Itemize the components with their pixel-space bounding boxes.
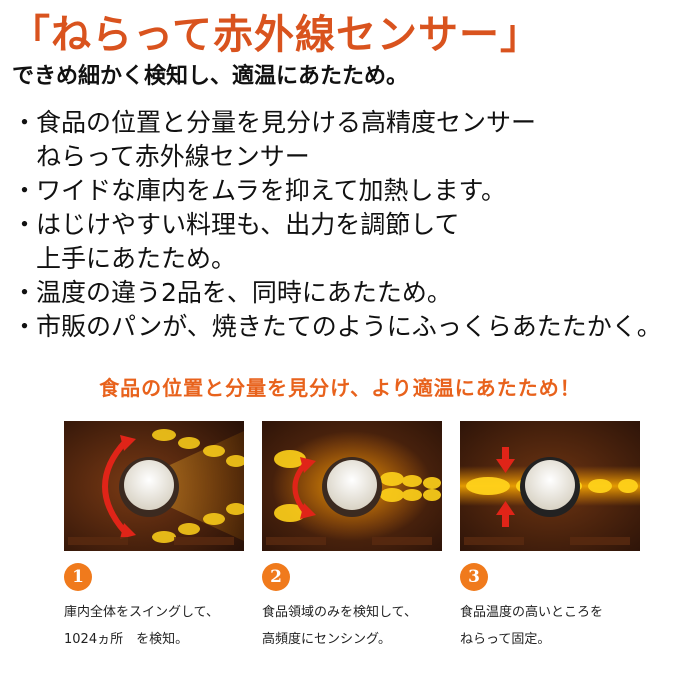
step-text: 食品温度の高いところを bbox=[460, 605, 604, 620]
feature-text: 上手にあたため。 bbox=[36, 244, 237, 273]
feature-item: ・ はじけやすい料理も、出力を調節して 上手にあたため。 bbox=[8, 208, 698, 276]
feature-item: ・ ワイドな庫内をムラを抑えて加熱します。 bbox=[8, 174, 698, 208]
bullet-marker: ・ bbox=[12, 210, 38, 239]
feature-text: 温度の違う2品を、同時にあたため。 bbox=[36, 278, 452, 307]
feature-item: ・ 温度の違う2品を、同時にあたため。 bbox=[8, 276, 698, 310]
feature-text: ワイドな庫内をムラを抑えて加熱します。 bbox=[36, 176, 507, 205]
feature-item: ・ 食品の位置と分量を見分ける高精度センサー ねらって赤外線センサー bbox=[8, 106, 698, 174]
feature-text: 市販のパンが、焼きたてのようにふっくらあたたかく。 bbox=[36, 312, 662, 341]
rice-icon bbox=[525, 460, 575, 510]
focus-arrows-icon bbox=[496, 447, 515, 527]
step-number-badge: 2 bbox=[262, 563, 290, 591]
step-description: 食品温度の高いところを ねらって固定。 bbox=[460, 599, 660, 653]
step-number-badge: 1 bbox=[64, 563, 92, 591]
step-2: 2 食品領域のみを検知して、 高頻度にセンシング。 bbox=[262, 421, 447, 647]
bullet-marker: ・ bbox=[12, 176, 38, 205]
step-description: 食品領域のみを検知して、 高頻度にセンシング。 bbox=[262, 599, 462, 653]
rice-icon bbox=[124, 460, 174, 510]
step-text: 庫内全体をスイングして、 bbox=[64, 605, 219, 620]
sensor-tagline: 食品の位置と分量を見分け、より適温にあたため！ bbox=[99, 376, 581, 400]
swing-arrow-icon bbox=[102, 438, 129, 535]
step-3-illustration bbox=[460, 421, 640, 551]
step-3: 3 食品温度の高いところを ねらって固定。 bbox=[460, 421, 645, 647]
step-text: 食品領域のみを検知して、 bbox=[262, 605, 417, 620]
sensor-spots bbox=[152, 429, 244, 543]
page-subtitle: できめ細かく検知し、適温にあたため。 bbox=[12, 64, 409, 89]
feature-text: はじけやすい料理も、出力を調節して bbox=[36, 210, 460, 239]
feature-list: ・ 食品の位置と分量を見分ける高精度センサー ねらって赤外線センサー ・ ワイド… bbox=[8, 106, 698, 344]
rice-icon bbox=[327, 460, 377, 510]
step-text: 1024ヵ所 を検知。 bbox=[64, 632, 189, 647]
feature-text: 食品の位置と分量を見分ける高精度センサー bbox=[36, 108, 537, 137]
step-2-illustration bbox=[262, 421, 442, 551]
feature-item: ・ 市販のパンが、焼きたてのようにふっくらあたたかく。 bbox=[8, 310, 698, 344]
feature-text: ねらって赤外線センサー bbox=[36, 142, 310, 171]
bullet-marker: ・ bbox=[12, 278, 38, 307]
page-title: 「ねらって赤外線センサー」 bbox=[10, 12, 541, 58]
step-number-badge: 3 bbox=[460, 563, 488, 591]
step-text: ねらって固定。 bbox=[460, 632, 551, 647]
step-text: 高頻度にセンシング。 bbox=[262, 632, 391, 647]
bullet-marker: ・ bbox=[12, 312, 38, 341]
bullet-marker: ・ bbox=[12, 108, 38, 137]
sensor-spots bbox=[274, 450, 441, 522]
step-1: 1 庫内全体をスイングして、 1024ヵ所 を検知。 bbox=[64, 421, 249, 647]
step-description: 庫内全体をスイングして、 1024ヵ所 を検知。 bbox=[64, 599, 264, 653]
step-1-illustration bbox=[64, 421, 244, 551]
